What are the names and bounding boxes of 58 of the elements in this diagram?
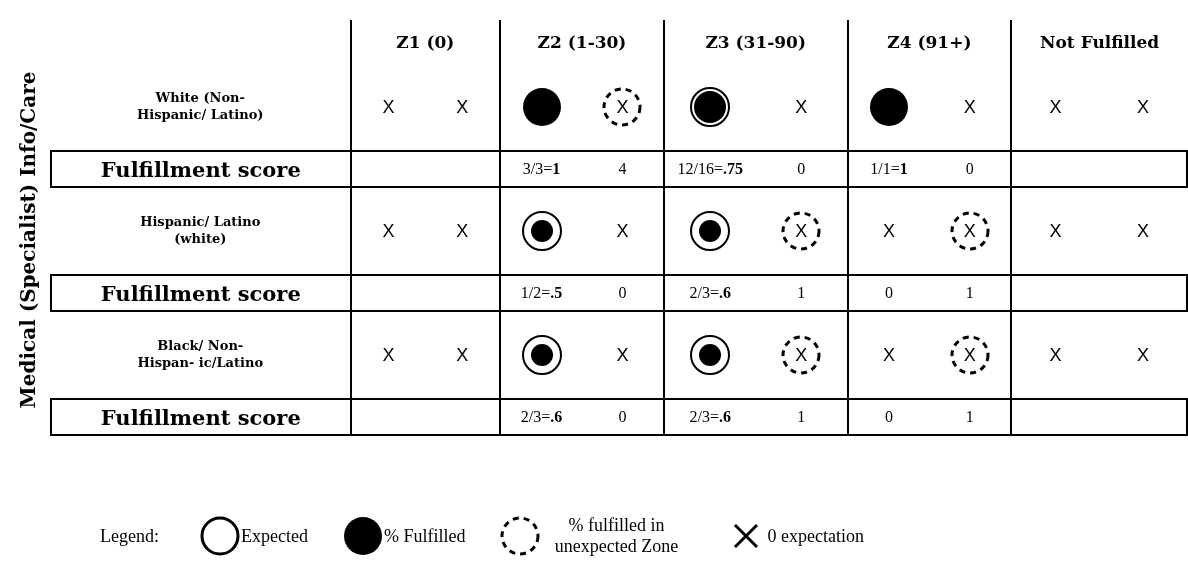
x-mark: X — [616, 220, 629, 241]
score-value: 2/3=.6 — [689, 408, 732, 425]
x-mark: X — [882, 220, 895, 241]
row-header: Hispanic/ Latino (white) — [139, 214, 262, 248]
legend-label: % fulfilled in unexpected Zone — [553, 515, 680, 557]
score-value: 0 — [884, 408, 893, 425]
x-mark: X — [1137, 220, 1150, 241]
column-header: Z4 (91+) — [887, 32, 972, 52]
x-mark: X — [1049, 344, 1062, 365]
row-header: Fulfillment score — [100, 156, 301, 182]
x-mark: X — [1137, 96, 1150, 117]
x-mark: X — [456, 96, 469, 117]
x-mark: X — [795, 344, 808, 366]
x-mark: X — [456, 220, 469, 241]
score-value: 1 — [797, 408, 806, 425]
x-mark: X — [963, 220, 976, 242]
score-value: 4 — [618, 160, 627, 177]
score-value: 0 — [618, 408, 627, 425]
row-header: White (Non-Hispanic/ Latino) — [136, 90, 265, 124]
x-mark: X — [382, 96, 395, 117]
x-mark: X — [382, 344, 395, 365]
row-header: Fulfillment score — [100, 404, 301, 430]
x-mark: X — [963, 96, 976, 117]
score-value: 2/3=.6 — [689, 284, 732, 301]
column-header: Z2 (1-30) — [537, 32, 627, 52]
x-mark: X — [795, 220, 808, 242]
score-value: 0 — [618, 284, 627, 301]
score-value: 1/2=.5 — [520, 284, 563, 301]
score-value: 1 — [797, 284, 806, 301]
x-mark: X — [1049, 220, 1062, 241]
score-value: 12/16=.75 — [677, 160, 744, 177]
row-header: Fulfillment score — [100, 280, 301, 306]
score-value: 1/1=1 — [870, 160, 908, 177]
score-value: 1 — [965, 408, 974, 425]
row-header: Black/ Non-Hispan- ic/Latino — [136, 338, 265, 372]
x-mark: X — [1137, 344, 1150, 365]
x-mark: X — [382, 220, 395, 241]
x-mark: X — [882, 344, 895, 365]
x-mark: X — [1049, 96, 1062, 117]
legend-label: Expected — [241, 525, 308, 547]
score-value: 3/3=1 — [522, 160, 561, 177]
column-header: Not Fulfilled — [1040, 32, 1160, 52]
axis-label: Medical (Specialist) Info/Care — [16, 71, 40, 409]
score-value: 0 — [884, 284, 893, 301]
score-value: 0 — [797, 160, 806, 177]
legend-title: Legend: — [100, 525, 159, 547]
score-value: 1 — [965, 284, 974, 301]
x-mark: X — [616, 344, 629, 365]
x-mark: X — [616, 96, 629, 118]
legend-label: 0 expectation — [767, 525, 864, 547]
legend-label: % Fulfilled — [383, 525, 466, 547]
x-mark: X — [456, 344, 469, 365]
x-mark: X — [795, 96, 808, 117]
x-mark: X — [963, 344, 976, 366]
score-value: 0 — [965, 160, 974, 177]
score-value: 2/3=.6 — [520, 408, 563, 425]
column-header: Z1 (0) — [396, 32, 455, 52]
column-header: Z3 (31-90) — [705, 32, 806, 52]
